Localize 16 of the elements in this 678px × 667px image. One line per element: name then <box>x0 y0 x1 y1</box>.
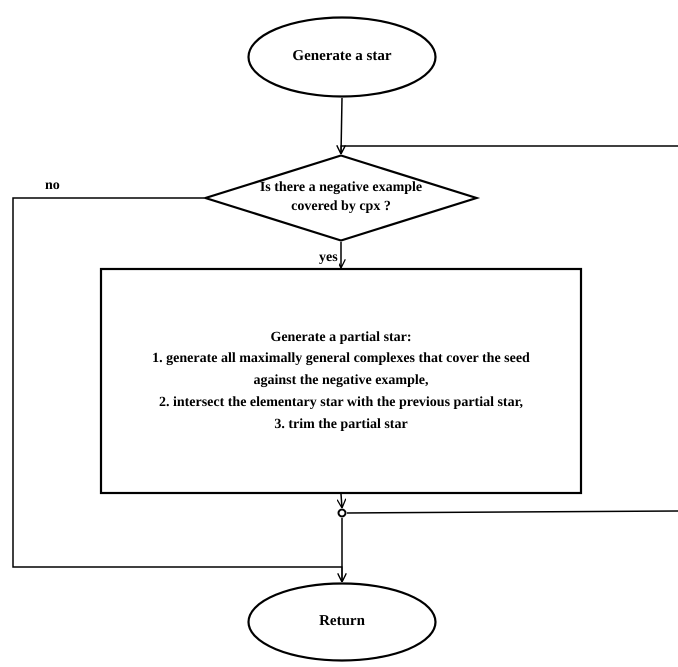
step-text: 2. intersect the elementary star with the previous partial star, <box>158 394 524 412</box>
end-terminal-oval <box>247 582 437 662</box>
node-label: Generate a star <box>291 47 393 66</box>
arrow <box>336 494 346 509</box>
decision-diamond <box>204 154 478 242</box>
arrow <box>336 144 678 155</box>
step-text: 3. trim the partial star <box>273 416 409 434</box>
step-text: 1. generate all maximally general complexes that cover the seed against the negative example, <box>151 350 531 390</box>
process-box <box>100 268 582 494</box>
start-terminal-oval <box>247 16 437 98</box>
circle-node <box>337 508 347 518</box>
connector-line <box>347 510 678 514</box>
node-label: Return <box>318 612 366 632</box>
box-heading: Generate a partial star: <box>269 328 413 347</box>
node-label: Is there a negative example covered by cpx ? <box>258 179 424 216</box>
arrow <box>12 197 348 583</box>
